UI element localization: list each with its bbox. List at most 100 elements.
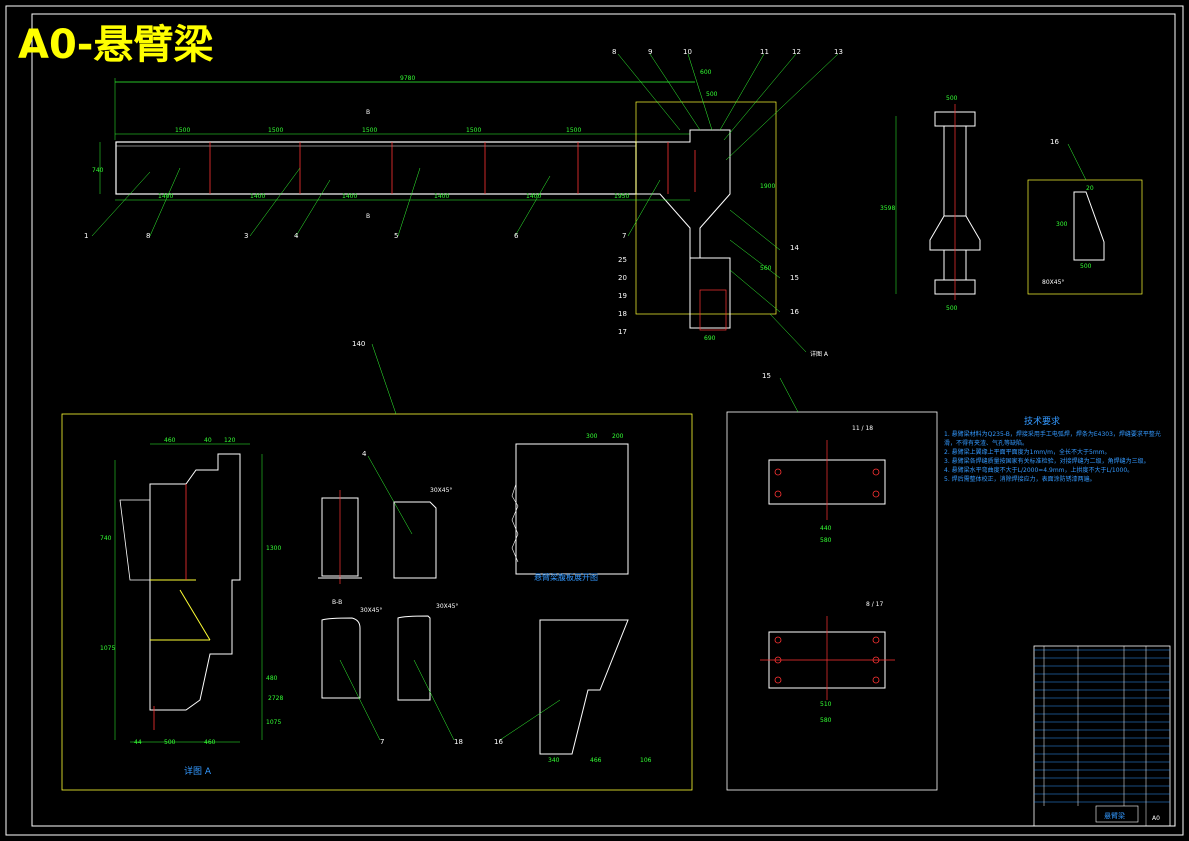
outer-frame	[5, 5, 1184, 836]
da-dim-right-1: 1300	[266, 545, 281, 552]
chamfer-label-2: 30X45°	[360, 607, 382, 614]
seg-dim-3: 1500	[362, 127, 377, 134]
tech-note-3: 3. 悬臂梁各焊缝质量按国家有关标准检验，对接焊缝为二级，角焊缝为三级。	[944, 458, 1150, 465]
bot-dim-3: 1400	[342, 193, 357, 200]
gusset-detail-frame	[1027, 179, 1143, 295]
detail-a-callout: 详图 A	[810, 350, 829, 358]
balloon-17: 17	[618, 328, 627, 336]
section-part-4: 4	[362, 450, 367, 458]
web-dim-1: 300	[586, 433, 598, 440]
top-plate-label: 11 / 18	[852, 425, 873, 432]
web-dim-2: 200	[612, 433, 624, 440]
da-dim-bot-3: 460	[204, 739, 216, 746]
gusset-dim-3: 500	[1080, 263, 1092, 270]
bottom-plate-dim-1: 510	[820, 701, 832, 708]
height-dim: 740	[92, 167, 104, 174]
da-dim-right-2: 480	[266, 675, 278, 682]
part-18-label: 18	[454, 738, 463, 746]
balloon-18: 18	[618, 310, 627, 318]
tech-notes-heading: 技术要求	[1024, 415, 1060, 427]
tech-notes: 技术要求 1. 悬臂梁材料为Q235-B，焊接采用手工电弧焊，焊条为E4303，…	[944, 415, 1161, 483]
bot-dim-5: 1400	[526, 193, 541, 200]
bottom-plate-label: 8 / 17	[866, 601, 883, 608]
da-dim-bot-2: 500	[164, 739, 176, 746]
seg-dim-1: 1500	[175, 127, 190, 134]
bot-dim-6: 1950	[614, 193, 629, 200]
da-dim-top-1: 460	[164, 437, 176, 444]
head-dim-2: 500	[706, 91, 718, 98]
balloon-6: 6	[514, 232, 519, 240]
side-dim-bot: 500	[946, 305, 958, 312]
section-mark-top: B	[366, 109, 370, 116]
side-dim-mid: 3598	[880, 205, 895, 212]
balloon-19: 19	[618, 292, 627, 300]
gusset-dim-2: 300	[1056, 221, 1068, 228]
balloon-4: 4	[294, 232, 299, 240]
detail-a-callout-num: 140	[352, 340, 365, 348]
da-dim-right-3: 1075	[266, 719, 281, 726]
inner-frame	[31, 13, 1176, 827]
top-balloon-13: 13	[834, 48, 843, 56]
head-dim-4: 560	[760, 265, 772, 272]
da-dim-left-2: 1075	[100, 645, 115, 652]
title-block: 悬臂梁 A0	[1033, 645, 1171, 827]
bottom-plate-dim-2: 580	[820, 717, 832, 724]
web-caption: 悬臂梁腹板展开图	[534, 572, 598, 582]
head-detail-frame	[635, 101, 777, 315]
top-plate-dim-2: 580	[820, 537, 832, 544]
balloon-5: 5	[394, 232, 398, 240]
gusset-label: 16	[1050, 138, 1059, 146]
balloon-16: 16	[790, 308, 799, 316]
plates-frame	[726, 411, 938, 791]
detail-a-caption: 详图 A	[184, 765, 212, 777]
beam-head	[635, 129, 731, 259]
p16-dim-1: 340	[548, 757, 560, 764]
balloon-1: 1	[84, 232, 88, 240]
balloon-8: 8	[146, 232, 150, 240]
section-bb-label: B-B	[332, 599, 342, 606]
plates-view: 15 11 / 18 440 580 8 / 17 510 580	[726, 372, 938, 791]
part-7-label: 7	[380, 738, 384, 746]
title-block-sheet: A0	[1152, 815, 1160, 822]
da-dim-left-1: 740	[100, 535, 112, 542]
top-balloon-9: 9	[648, 48, 652, 56]
bot-dim-1: 1400	[158, 193, 173, 200]
top-balloon-12: 12	[792, 48, 801, 56]
chamfer-label-1: 30X45°	[430, 487, 452, 494]
da-dim-bot-1: 44	[134, 739, 142, 746]
detail-a-frame	[61, 413, 693, 791]
bot-dim-4: 1400	[434, 193, 449, 200]
tech-note-5: 5. 焊后需整体校正，消除焊接应力，表面涂防锈漆两遍。	[944, 476, 1096, 483]
title-block-name: 悬臂梁	[1104, 811, 1125, 820]
gusset-dim-1: 20	[1086, 185, 1094, 192]
p16-dim-2: 466	[590, 757, 602, 764]
balloon-20: 20	[618, 274, 627, 282]
detail-a-outline	[149, 453, 241, 711]
head-dim-5: 690	[704, 335, 716, 342]
detail-a: 140 460 40 120 740 1075 1300 480 1075 44…	[61, 340, 693, 791]
da-dim-bot-4: 2728	[268, 695, 283, 702]
gusset-chamfer: 80X45°	[1042, 279, 1064, 286]
head-dim-3: 1900	[760, 183, 775, 190]
section-mark-bot: B	[366, 213, 370, 220]
seg-dim-2: 1500	[268, 127, 283, 134]
part-16-label: 16	[494, 738, 503, 746]
drawing-title: A0-悬臂梁	[18, 22, 213, 68]
balloon-15: 15	[790, 274, 799, 282]
head-dim-1: 600	[700, 69, 712, 76]
tech-note-2: 2. 悬臂梁上翼缘上平面平面度为1mm/m，全长不大于5mm。	[944, 449, 1111, 456]
top-plate-dim-1: 440	[820, 525, 832, 532]
chamfer-label-3: 30X45°	[436, 603, 458, 610]
tech-note-4: 4. 悬臂梁水平弯曲度不大于L/2000=4.9mm，上拱度不大于L/1000。	[944, 467, 1134, 474]
plates-callout: 15	[762, 372, 771, 380]
main-view: 9780 1500 1500 1500 1500 1500 1400 1400	[84, 48, 843, 358]
bot-dim-2: 1400	[250, 193, 265, 200]
top-balloon-11: 11	[760, 48, 769, 56]
side-view: 500 3598 500 16 80X45° 20 300 500	[880, 95, 1143, 312]
balloon-7: 7	[622, 232, 626, 240]
balloon-3: 3	[244, 232, 248, 240]
p16-dim-3: 106	[640, 757, 652, 764]
top-balloon-8: 8	[612, 48, 616, 56]
balloon-25: 25	[618, 256, 627, 264]
